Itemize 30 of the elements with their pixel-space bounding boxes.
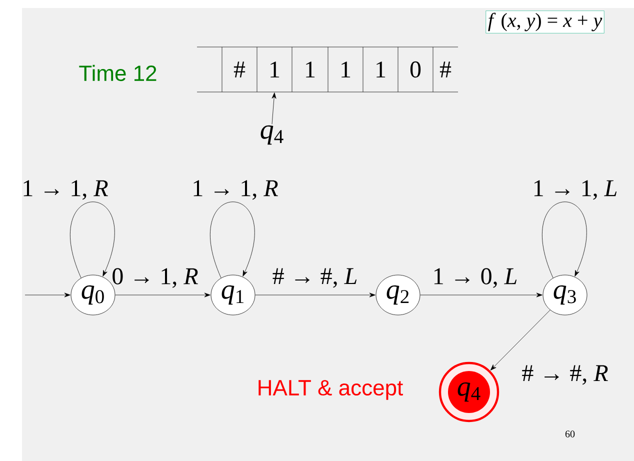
halt-label: HALT & accept [258, 380, 403, 400]
transition-label: 1 → 1, R [24, 180, 108, 200]
transition-arrow [420, 292, 542, 298]
head-label: q$_{4}$ [260, 125, 284, 145]
transition-arrow [255, 292, 376, 298]
tape-cell [196, 46, 222, 92]
transition-arrow [115, 292, 210, 298]
accept-state: q$_{4}$ [438, 362, 500, 422]
transition-label: 1 → 1, L [534, 180, 617, 200]
formula-box: f (x, y) = x + y [486, 10, 604, 34]
self-loop-arrow [542, 202, 587, 278]
tape-cell: 1 [256, 46, 292, 92]
transition-label: 1 → 1, R [194, 180, 278, 200]
tape-cell: 1 [292, 46, 328, 92]
page-number: 60 [565, 430, 575, 438]
self-loop-arrow [70, 202, 115, 278]
transition-label: # → #, L [272, 268, 357, 288]
transition-arrow [490, 310, 550, 370]
self-loop-arrow [210, 202, 255, 278]
transition-label: 0 → 1, R [112, 268, 198, 288]
tape-cell: # [222, 46, 258, 92]
transition-label: 1 → 0, L [434, 268, 517, 288]
time-label: Time 12 [79, 64, 156, 82]
head-pointer-arrow [272, 92, 276, 124]
start-arrow [24, 292, 70, 298]
tape-cell: 1 [362, 46, 398, 92]
tape-cell: # [432, 46, 458, 92]
transition-label: # → #, R [522, 365, 608, 385]
tape-cell: 1 [328, 46, 364, 92]
tape-cell: 0 [398, 46, 434, 92]
